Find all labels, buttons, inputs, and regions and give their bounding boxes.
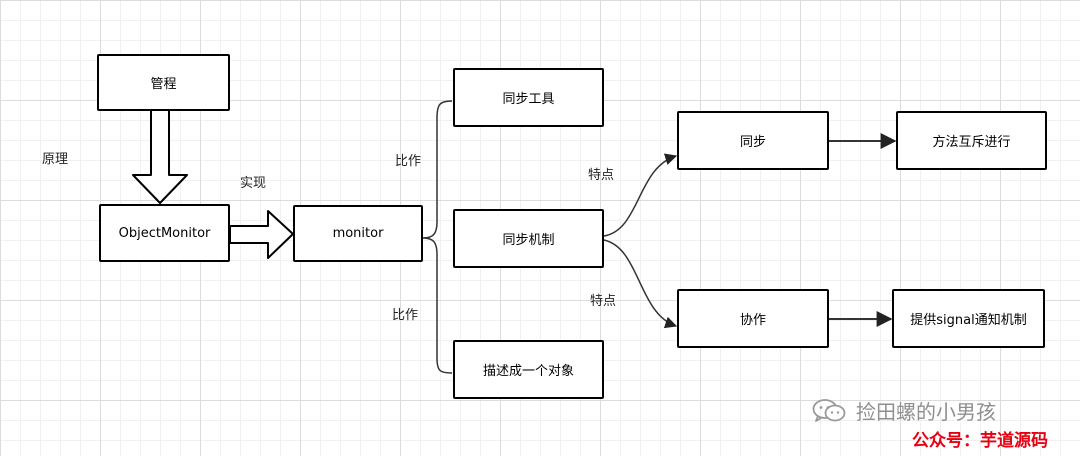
compare-brace	[422, 100, 453, 374]
node-signal: 提供signal通知机制	[892, 289, 1045, 348]
node-mutual-exclusion: 方法互斥进行	[896, 111, 1047, 170]
feature-curve-sync	[603, 153, 678, 237]
node-describe-object: 描述成一个对象	[453, 340, 604, 399]
watermark-account: 公众号：芋道源码	[912, 431, 1048, 451]
label-principle: 原理	[42, 152, 69, 167]
label-feature-bottom: 特点	[590, 294, 617, 309]
node-guancheng: 管程	[97, 54, 230, 111]
wechat-logo-icon	[812, 398, 846, 424]
node-monitor: monitor	[293, 205, 423, 262]
label-compare-bottom: 比作	[392, 308, 419, 323]
feature-curve-cooperate	[603, 239, 678, 329]
implements-right-arrow	[229, 210, 294, 259]
label-feature-top: 特点	[588, 168, 615, 183]
node-sync: 同步	[677, 111, 829, 170]
node-cooperate: 协作	[677, 289, 829, 348]
node-sync-mechanism: 同步机制	[453, 209, 604, 268]
node-sync-tool: 同步工具	[453, 68, 604, 127]
node-objectmonitor: ObjectMonitor	[99, 204, 230, 262]
label-implement: 实现	[240, 176, 267, 191]
watermark-author: 捡田螺的小男孩	[856, 400, 996, 424]
label-compare-top: 比作	[395, 154, 422, 169]
implements-down-arrow	[132, 109, 188, 204]
